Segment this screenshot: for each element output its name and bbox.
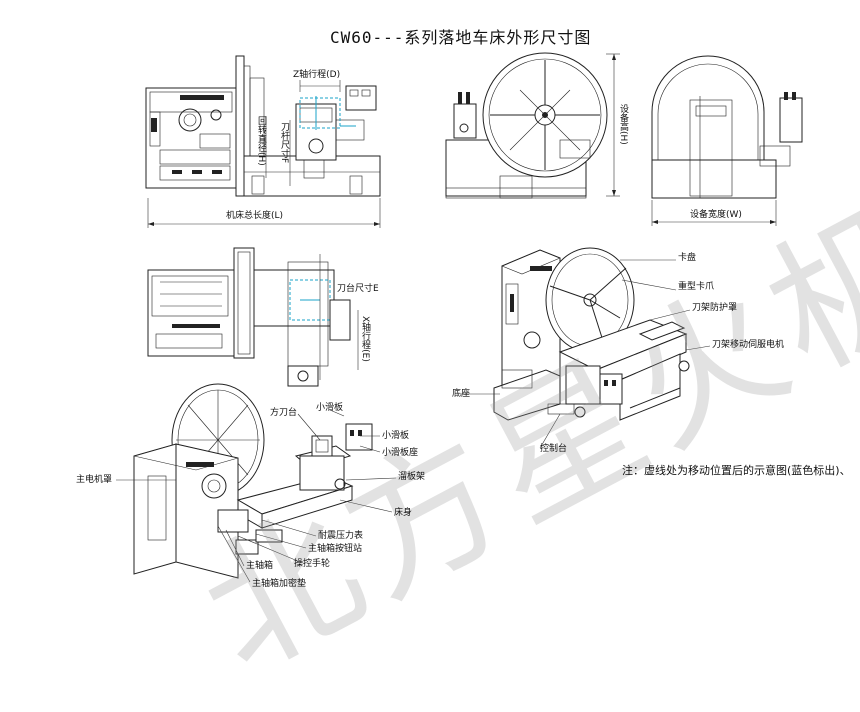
end-view [651,55,803,226]
label-spindle-button: 主轴箱按钮站 [308,544,363,554]
dim-tool-size: 刀杆尺寸F [279,122,289,164]
dim-total-length: 机床总长度(L) [226,211,284,221]
label-spindle-box: 主轴箱 [246,561,274,571]
technical-drawing [116,52,803,583]
label-heavy-jaw: 重型卡爪 [678,282,715,292]
label-spindle-seal: 主轴箱加密垫 [252,579,307,589]
label-control-panel: 控制台 [540,444,568,454]
label-main-cabinet: 主电机罩 [76,475,113,485]
dim-tool-rest-size: 刀台尺寸E [337,284,379,294]
label-square-tool-post: 方刀台 [270,408,298,418]
label-tool-guard: 刀架防护罩 [692,303,738,313]
dim-device-height: 设备高(H) [618,104,628,145]
front-view [145,55,381,228]
label-bed: 床身 [394,508,413,518]
plan-view [147,247,359,387]
label-mid-slide-base: 小滑板座 [382,448,419,458]
label-small-slide: 小滑板 [316,403,344,413]
leader-lines [116,259,711,583]
drawing-note: 注：虚线处为移动位置后的示意图(蓝色标出)、 [622,464,851,477]
isometric-view-left [133,383,373,579]
drawing-title: CW60---系列落地车床外形尺寸图 [330,28,592,47]
label-handwheel: 操控手轮 [294,559,331,569]
label-base: 底座 [452,389,471,399]
label-chuck: 卡盘 [678,253,697,263]
label-mid-slide: 小滑板 [382,431,410,441]
label-pressure-gauge: 耐震压力表 [318,531,364,541]
dim-swing-diameter: 回转直径(H) [256,116,266,166]
drawing-sheet: CW60---系列落地车床外形尺寸图 [76,28,860,705]
label-apron: 溜板架 [398,472,426,482]
label-servo-motor: 刀架移动伺服电机 [712,340,785,350]
chuck-side-view [445,52,620,199]
dim-x-travel: X轴行程(E) [360,316,370,362]
dim-device-width: 设备宽度(W) [690,210,742,220]
dim-z-travel: Z轴行程(D) [293,70,341,80]
isometric-view-right [493,247,690,421]
